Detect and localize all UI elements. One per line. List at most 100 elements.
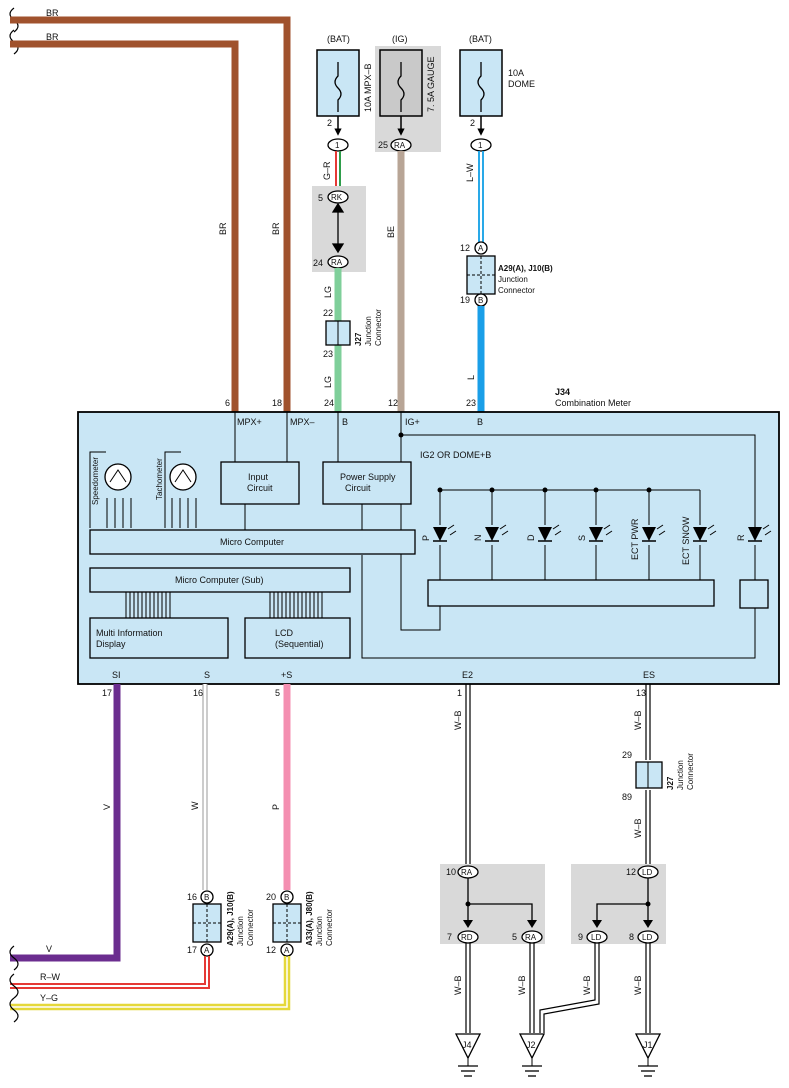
connector-ld-1-pin: 12 [626,867,636,877]
connector-ld-2-pin: 9 [578,932,583,942]
junction-j27-bottom-id: J27 [666,776,675,790]
fuse-dome-name-a: 10A [508,68,524,78]
meter-label-b-2: B [477,417,483,427]
led-icon [693,524,717,542]
junction-j27-bottom-a: Junction [676,760,685,790]
connector-b-s-label: B [204,893,209,902]
meter-pin-17: 17 [102,688,112,698]
micro-computer-sub-block [89,567,351,593]
connector-ra-1-label: RA [394,141,406,150]
connector-rd-label: RD [461,933,473,942]
power-supply-label-a: Power Supply [340,472,396,482]
connector-1-c-label: 1 [478,141,483,150]
connector-b-s-pin: 16 [187,892,197,902]
meter-pin-12: 12 [388,398,398,408]
junction-j27-id: J27 [354,332,363,346]
ground-j2-icon [518,1033,546,1077]
lcd-label-b: (Sequential) [275,639,324,649]
reverse-driver-block [739,579,769,609]
wire-label-br-v1: BR [218,222,228,235]
wire-label-wb-j2: W–B [517,975,527,995]
fuse-gauge-name: 7. 5A GAUGE [426,56,436,112]
wire-label-br-1: BR [46,8,59,18]
led-icon [538,524,562,542]
power-supply-label-b: Circuit [345,483,371,493]
fuse-mpx-b-name: 10A MPX–B [363,63,373,112]
wire-label-wb-j4: W–B [453,975,463,995]
wire-label-wb-es: W–B [633,710,643,730]
meter-label-si: SI [112,670,121,680]
meter-name: Combination Meter [555,398,631,408]
input-circuit-label-b: Circuit [247,483,273,493]
fuse-gauge-source: (IG) [392,34,408,44]
led-label-r: R [736,534,746,541]
connector-ra-2-pin: 24 [313,258,323,268]
wire-label-yg-left: Y–G [40,993,58,1003]
meter-pin-1: 1 [457,688,462,698]
connector-ra-4-label: RA [525,933,537,942]
junction-j27-bottom [635,761,663,789]
wire-label-lg-1: LG [323,286,333,298]
input-circuit-block [220,461,300,505]
tachometer-label: Tachometer [155,458,164,500]
mid-label-b: Display [96,639,126,649]
fuse-dome-pin: 2 [470,118,475,128]
connector-b-top-pin: 19 [460,295,470,305]
wire-br-2 [10,40,239,412]
power-supply-block [322,461,412,505]
junction-j27-a: Junction [364,316,373,346]
ground-j2-label: J2 [526,1040,536,1050]
fuse-mpx-b-pin: 2 [327,118,332,128]
meter-label-mpx-plus: MPX+ [237,417,262,427]
junction-a29-bottom-a: Junction [236,916,245,946]
junction-a29-top-a: Junction [498,275,528,284]
ground-j4-label: J4 [462,1040,472,1050]
junction-j27-bottom-bot-pin: 89 [622,792,632,802]
fuse-gauge: (IG) 7. 5A GAUGE 25 [378,34,436,150]
indicator-driver-block [427,579,715,607]
connector-ra-3-label: RA [461,868,473,877]
connector-a-top-label: A [478,244,484,253]
led-label-p: P [421,535,431,541]
junction-j27-b: Connector [374,309,383,346]
indicator-leds [433,524,772,542]
connector-rk-pin: 5 [318,193,323,203]
meter-pin-23: 23 [466,398,476,408]
wire-br-1 [10,16,291,412]
input-circuit-label-a: Input [248,472,269,482]
meter-label-plus-s: +S [281,670,292,680]
meter-pin-16: 16 [193,688,203,698]
speedometer-gauge-icon [104,463,132,491]
connector-b-p-pin: 20 [266,892,276,902]
ground-wires [465,943,651,1033]
wire-label-wb-j1: W–B [633,975,643,995]
wire-label-l: L [466,375,476,380]
led-label-d: D [526,534,536,541]
connector-ld-3-pin: 8 [629,932,634,942]
meter-internal-wiring [89,412,756,659]
ground-j1-icon [634,1033,662,1077]
wire-label-p: P [271,804,281,810]
fuse-gauge-pin: 25 [378,140,388,150]
connector-rd-pin: 7 [447,932,452,942]
tachometer-gauge-icon [169,463,197,491]
connector-a-p-pin: 12 [266,945,276,955]
fuse-mpx-b: (BAT) 10A MPX–B 2 [316,34,373,136]
led-label-ect-snow: ECT SNOW [681,516,691,565]
fuse-mpx-b-source: (BAT) [327,34,350,44]
wire-v [10,684,121,962]
led-label-ect-pwr: ECT PWR [630,518,640,560]
connector-ra-4-pin: 5 [512,932,517,942]
meter-label-mpx-minus: MPX– [290,417,315,427]
connector-b-top-label: B [478,296,483,305]
meter-pin-13: 13 [636,688,646,698]
connector-rk-label: RK [331,193,343,202]
mid-label-a: Multi Information [96,628,163,638]
junction-j27-top-pin: 22 [323,308,333,318]
wire-label-br-2: BR [46,32,59,42]
connector-ra-2-label: RA [331,258,343,267]
wire-label-v: V [102,804,112,810]
led-icon [589,524,613,542]
ground-j4-icon [454,1033,482,1077]
